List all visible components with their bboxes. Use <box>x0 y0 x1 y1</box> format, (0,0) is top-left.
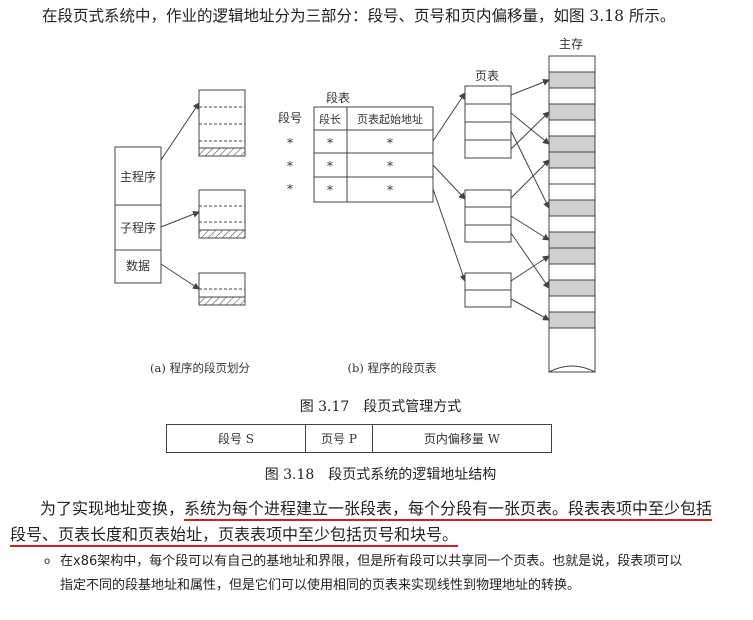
seg-header-length: 段长 <box>319 112 341 126</box>
figure-317-caption: 图 3.17 段页式管理方式 <box>299 399 462 415</box>
seg-cell: * <box>387 183 393 197</box>
seg-no-label: 段号 <box>278 110 302 125</box>
program-partition: 主程序 子程序 数据 (a) 程序的段页划分 <box>114 89 250 375</box>
seg-cell: * <box>387 136 393 150</box>
segment-table: 段表 段号 * * * 段长 页表起始地址 * * * * * * (b) 程序… <box>278 90 467 375</box>
logical-address-structure: 段号 S 页号 P 页内偏移量 W <box>166 424 552 453</box>
block-data: 数据 <box>126 258 150 273</box>
field-page-offset: 页内偏移量 W <box>372 424 552 453</box>
seg-no-mark-2: * <box>287 159 293 173</box>
field-segment-no: 段号 S <box>166 424 306 453</box>
caption-b: (b) 程序的段页表 <box>348 361 437 375</box>
seg-cell: * <box>387 159 393 173</box>
bullet-note: o 在x86架构中，每个段可以有自己的基地址和界限，但是所有段可以共享同一个页表… <box>44 550 694 598</box>
figure-3-17: 主程序 子程序 数据 (a) 程序的段页划分 段表 段号 * * * 段 <box>114 37 596 375</box>
seg-no-mark-3: * <box>287 182 293 196</box>
note-text: 在x86架构中，每个段可以有自己的基地址和界限，但是所有段可以共享同一个页表。也… <box>60 554 683 593</box>
memory-label: 主存 <box>559 37 583 51</box>
figure-318-caption: 图 3.18 段页式系统的逻辑地址结构 <box>264 467 497 483</box>
seg-table-title: 段表 <box>326 90 350 105</box>
seg-header-pt-addr: 页表起始地址 <box>357 112 423 126</box>
paragraph-plain: 为了实现地址变换， <box>40 499 185 518</box>
block-main-program: 主程序 <box>120 169 156 184</box>
field-page-no: 页号 P <box>305 424 373 453</box>
seg-cell: * <box>327 159 333 173</box>
block-subprogram: 子程序 <box>120 220 156 235</box>
caption-a: (a) 程序的段页划分 <box>150 361 250 375</box>
main-memory: 主存 <box>510 37 596 373</box>
seg-cell: * <box>327 183 333 197</box>
page-table-label: 页表 <box>475 69 499 83</box>
paragraph-underlined-2: 页表表项中至少包括页号和块号。 <box>218 525 459 547</box>
body-paragraph: 为了实现地址变换，系统为每个进程建立一张段表，每个分段有一张页表。段表表项中至少… <box>10 496 722 548</box>
seg-cell: * <box>327 136 333 150</box>
seg-no-mark-1: * <box>287 136 293 150</box>
paragraph-underlined-1: 系统为每个进程建立一张段表，每个分段有一张页表。段表表项中至少包括段号、页表长度… <box>10 499 713 547</box>
bullet-marker: o <box>44 556 51 567</box>
page-tables: 页表 <box>464 69 512 308</box>
intro-text: 在段页式系统中，作业的逻辑地址分为三部分：段号、页号和页内偏移量，如图 3.18… <box>42 7 676 25</box>
